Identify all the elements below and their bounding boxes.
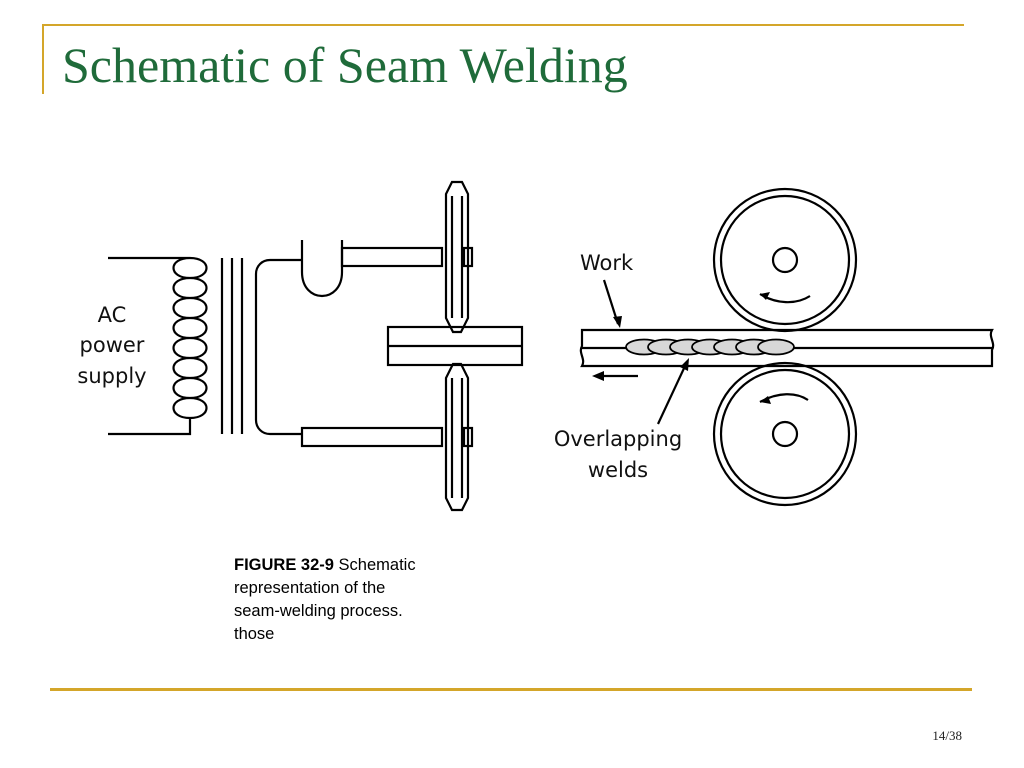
upper-roller-inner: [719, 194, 851, 326]
work-strip-front: [579, 328, 995, 368]
upper-roller-outer: [712, 187, 858, 333]
lower-shaft: [300, 426, 444, 448]
ac-label: AC: [98, 303, 127, 327]
welds-label: welds: [588, 458, 648, 482]
work-leader: [602, 279, 620, 325]
upper-shaft: [340, 246, 444, 268]
arrowheads: [592, 292, 771, 404]
weld-nuggets: [625, 338, 795, 356]
upper-clamp: [300, 240, 344, 297]
overlapping-label: Overlapping: [554, 427, 682, 451]
weld-leader: [657, 363, 687, 425]
caption-line-4: those: [234, 625, 275, 643]
lower-roller-outer: [712, 361, 858, 507]
upper-wheel-side: [444, 180, 470, 334]
bottom-rule: [50, 688, 972, 691]
primary-coil: [108, 256, 208, 436]
left-frame-rule: [42, 24, 44, 94]
lower-roller-inner: [719, 368, 851, 500]
figure-caption: FIGURE 32-9 Schematic representation of …: [234, 554, 474, 646]
lower-roller-axle: [771, 420, 799, 448]
top-frame-rule: [42, 24, 964, 26]
page-number: 14/38: [932, 728, 962, 743]
work-label: Work: [580, 251, 634, 275]
slide-title: Schematic of Seam Welding: [62, 37, 628, 93]
caption-line-1: Schematic: [333, 556, 416, 574]
supply-label: supply: [77, 364, 146, 388]
caption-line-3: seam-welding process.: [234, 602, 403, 620]
power-label: power: [80, 333, 145, 357]
upper-roller-axle: [771, 246, 799, 274]
figure-id: FIGURE 32-9: [234, 556, 334, 574]
lower-wheel-side: [444, 362, 470, 512]
secondary-lead: [254, 258, 302, 436]
caption-line-2: representation of the: [234, 579, 386, 597]
seam-welding-diagram: AC power supply Work Overlapping welds: [77, 180, 995, 512]
